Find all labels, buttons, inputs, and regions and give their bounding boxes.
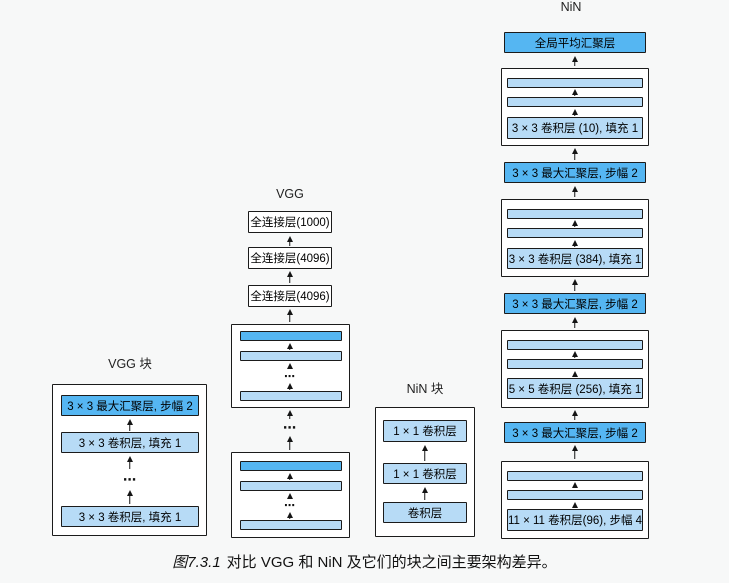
arrow-up-icon (420, 445, 429, 461)
arrow-up-icon (285, 236, 294, 246)
nin-block-conv1x1-layer: 1 × 1 卷积层 (383, 463, 467, 484)
arrow-up-icon (285, 383, 294, 390)
conv-bar (240, 391, 342, 401)
nin-title: NiN (560, 0, 582, 14)
vgg-block-conv-layer: 3 × 3 卷积层, 填充 1 (61, 506, 199, 527)
arrow-up-icon (285, 363, 294, 369)
conv-bar (507, 471, 643, 481)
arrow-up-icon (125, 456, 134, 469)
arrow-up-icon (570, 240, 579, 247)
nin-global-avg-pool-layer: 全局平均汇聚层 (504, 32, 646, 53)
conv-bar (507, 97, 643, 107)
arrow-up-icon (285, 473, 294, 480)
nin-maxpool-layer: 3 × 3 最大汇聚层, 步幅 2 (504, 422, 646, 443)
vgg-title: VGG (276, 187, 304, 201)
figure-caption: 图7.3.1 对比 VGG 和 NiN 及它们的块之间主要架构差异。 (0, 551, 729, 572)
nin-conv-layer: 3 × 3 卷积层 (10), 填充 1 (507, 117, 643, 139)
ellipsis: ⋯ (284, 499, 296, 512)
conv-bar (240, 520, 342, 530)
nin-conv-layer: 11 × 11 卷积层(96), 步幅 4 (507, 509, 643, 531)
nin-conv-layer: 5 × 5 卷积层 (256), 填充 1 (507, 378, 643, 399)
arrow-up-icon (570, 317, 579, 328)
arrow-up-icon (125, 490, 134, 504)
arrow-up-icon (570, 186, 579, 197)
arrow-up-icon (570, 445, 579, 459)
arrow-up-icon (570, 371, 579, 377)
vgg-fc-layer: 全连接层(4096) (248, 285, 332, 307)
arrow-up-icon (570, 148, 579, 160)
arrow-up-icon (570, 351, 579, 358)
arrow-up-icon (285, 410, 294, 419)
arrow-up-icon (285, 271, 294, 283)
nin-maxpool-layer: 3 × 3 最大汇聚层, 步幅 2 (504, 293, 646, 314)
pool-bar (240, 331, 342, 341)
arrow-up-icon (125, 419, 134, 431)
vgg-block-conv-layer: 3 × 3 卷积层, 填充 1 (61, 432, 199, 453)
conv-bar (507, 78, 643, 88)
arrow-up-icon (570, 220, 579, 227)
arrow-up-icon (570, 89, 579, 96)
conv-bar (507, 209, 643, 219)
arrow-up-icon (570, 502, 579, 508)
figure-number: 图7.3.1 (172, 554, 221, 571)
vgg-block-title: VGG 块 (108, 357, 152, 371)
arrow-up-icon (420, 487, 429, 500)
vgg-block-maxpool-layer: 3 × 3 最大汇聚层, 步幅 2 (61, 395, 199, 416)
vgg-fc-layer: 全连接层(1000) (248, 211, 332, 233)
conv-bar (507, 340, 643, 350)
conv-bar (507, 490, 643, 500)
arrow-up-icon (570, 482, 579, 488)
arrow-up-icon (285, 436, 294, 450)
arrow-up-icon (285, 309, 294, 322)
caption-text: 对比 VGG 和 NiN 及它们的块之间主要架构差异。 (226, 554, 557, 571)
conv-bar (240, 351, 342, 361)
arrow-up-icon (570, 279, 579, 291)
arrow-up-icon (570, 109, 579, 116)
vgg-fc-layer: 全连接层(4096) (248, 247, 332, 269)
arrow-up-icon (285, 343, 294, 350)
nin-conv-layer: 3 × 3 卷积层 (384), 填充 1 (507, 248, 643, 269)
ellipsis: ⋯ (283, 421, 297, 436)
arrow-up-icon (570, 56, 579, 66)
arrow-up-icon (285, 512, 294, 519)
nin-block-conv1x1-layer: 1 × 1 卷积层 (383, 420, 467, 442)
ellipsis: ⋯ (284, 370, 296, 383)
conv-bar (507, 359, 643, 369)
nin-block-conv-layer: 卷积层 (383, 502, 467, 523)
arrow-up-icon (570, 410, 579, 420)
nin-maxpool-layer: 3 × 3 最大汇聚层, 步幅 2 (504, 162, 646, 183)
ellipsis: ⋯ (123, 473, 137, 488)
conv-bar (240, 481, 342, 491)
nin-block-title: NiN 块 (406, 382, 444, 396)
pool-bar (240, 461, 342, 471)
conv-bar (507, 228, 643, 238)
